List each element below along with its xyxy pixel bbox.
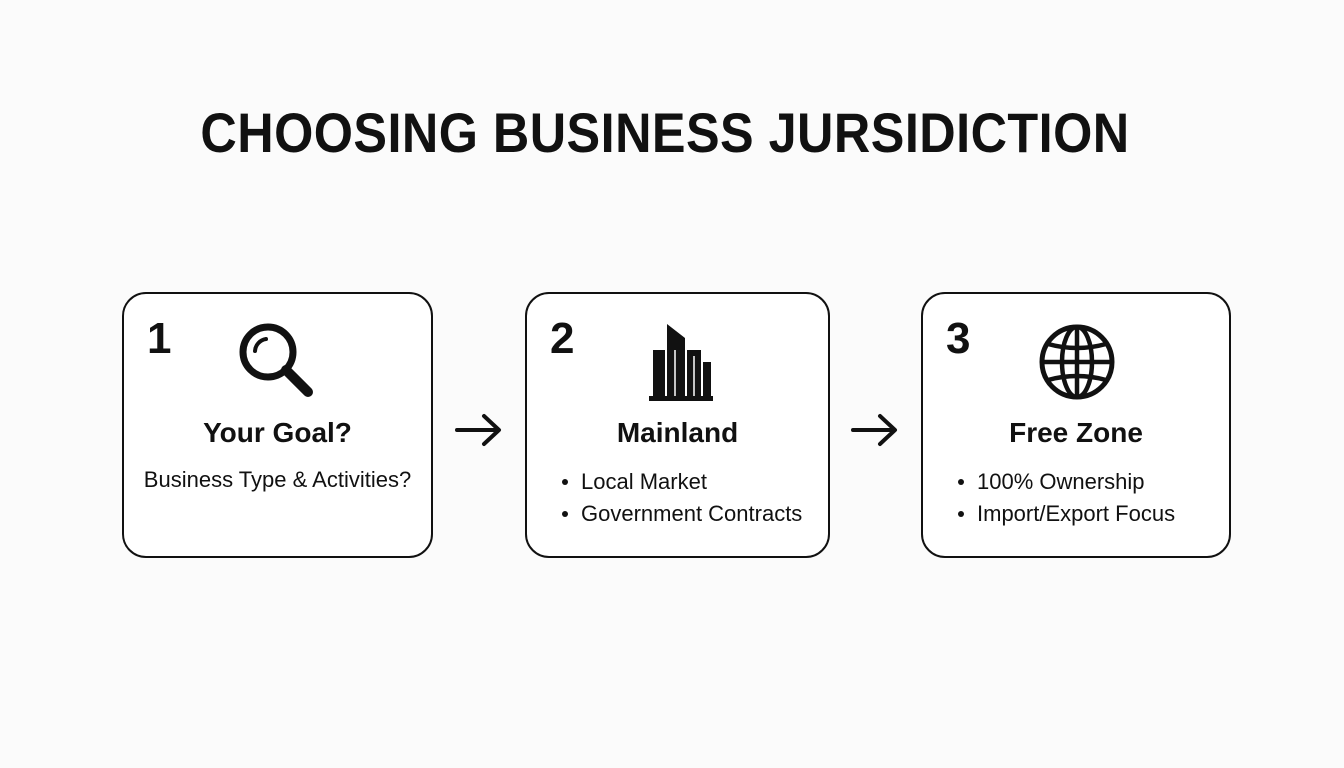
step-title: Free Zone — [1009, 417, 1143, 448]
step-number: 2 — [550, 314, 575, 363]
right-arrow-icon — [455, 414, 501, 446]
bullet-item: Government Contracts — [561, 498, 802, 530]
step-card-free-zone: 3 Free Zone 100% Ownership Import/Export… — [921, 292, 1231, 558]
diagram-title: CHOOSING BUSINESS JURSIDICTION — [200, 101, 1130, 164]
step-bullet-list: Local Market Government Contracts — [561, 466, 802, 530]
step-number: 3 — [946, 314, 971, 363]
bullet-item: Import/Export Focus — [957, 498, 1175, 530]
magnifying-glass-icon — [239, 323, 313, 397]
step-title: Mainland — [616, 417, 739, 448]
bullet-item: Local Market — [561, 466, 802, 498]
step-card-mainland: 2 Mainland Local Market Government Contr… — [525, 292, 830, 558]
globe-icon — [1039, 324, 1115, 400]
step-bullet-list: 100% Ownership Import/Export Focus — [957, 466, 1175, 530]
step-title: Your Goal? — [203, 417, 352, 448]
right-arrow-icon — [851, 414, 897, 446]
step-number: 1 — [147, 314, 172, 363]
bullet-item: 100% Ownership — [957, 466, 1175, 498]
buildings-icon — [649, 324, 713, 401]
step-card-your-goal: 1 Your Goal? Business Type & Activities? — [122, 292, 433, 558]
step-subtitle: Business Type & Activities? — [143, 467, 412, 492]
